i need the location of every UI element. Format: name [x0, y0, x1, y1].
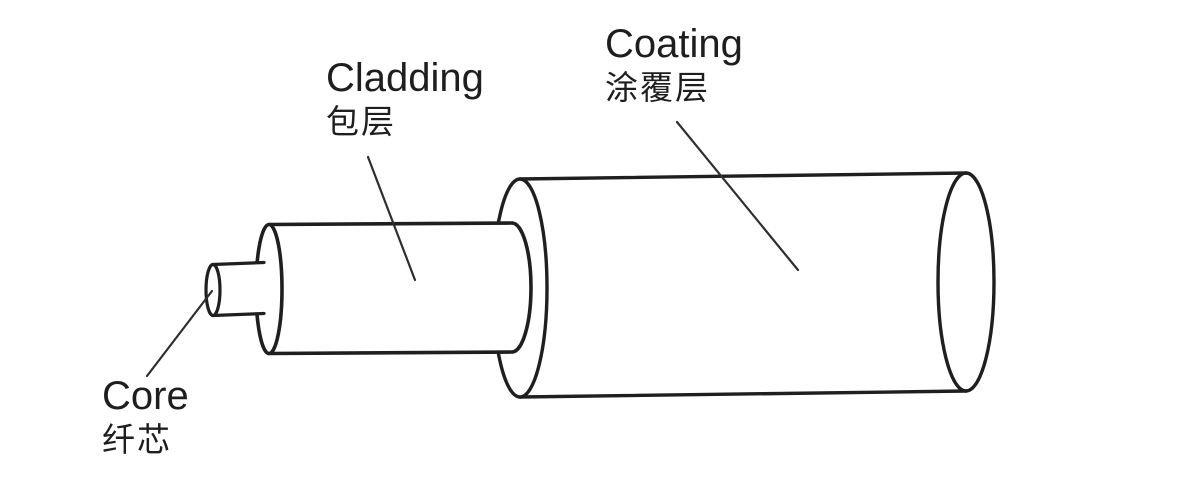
- coating-right-end-cap: [936, 171, 996, 393]
- cladding-leader-line: [366, 155, 417, 282]
- cladding-body: [269, 223, 531, 354]
- cladding-cylinder: [254, 221, 533, 356]
- core-body: [213, 262, 265, 316]
- core-label: Core 纤芯: [102, 376, 189, 456]
- core-leader-line: [145, 289, 214, 378]
- core-top-edge: [211, 260, 266, 267]
- coating-label-en: Coating: [605, 22, 743, 66]
- coating-bottom-edge: [518, 389, 968, 399]
- coating-label: Coating 涂覆层: [605, 24, 743, 104]
- core-label-en: Core: [102, 374, 189, 418]
- core-bottom-edge: [211, 311, 266, 318]
- core-left-face: [204, 262, 222, 318]
- cladding-bottom-edge: [267, 350, 514, 356]
- coating-leader-line: [675, 120, 800, 272]
- cladding-top-edge: [267, 221, 514, 227]
- cladding-label-zh: 包层: [326, 103, 396, 140]
- cladding-label: Cladding 包层: [326, 58, 484, 138]
- coating-label-zh: 涂覆层: [605, 69, 710, 106]
- coating-top-edge: [518, 171, 968, 181]
- core-cylinder: [204, 260, 266, 318]
- coating-body: [520, 173, 966, 397]
- core-label-zh: 纤芯: [102, 421, 172, 458]
- coating-cylinder: [491, 171, 996, 399]
- cladding-label-en: Cladding: [326, 56, 484, 100]
- cladding-right-end-cap: [511, 221, 533, 354]
